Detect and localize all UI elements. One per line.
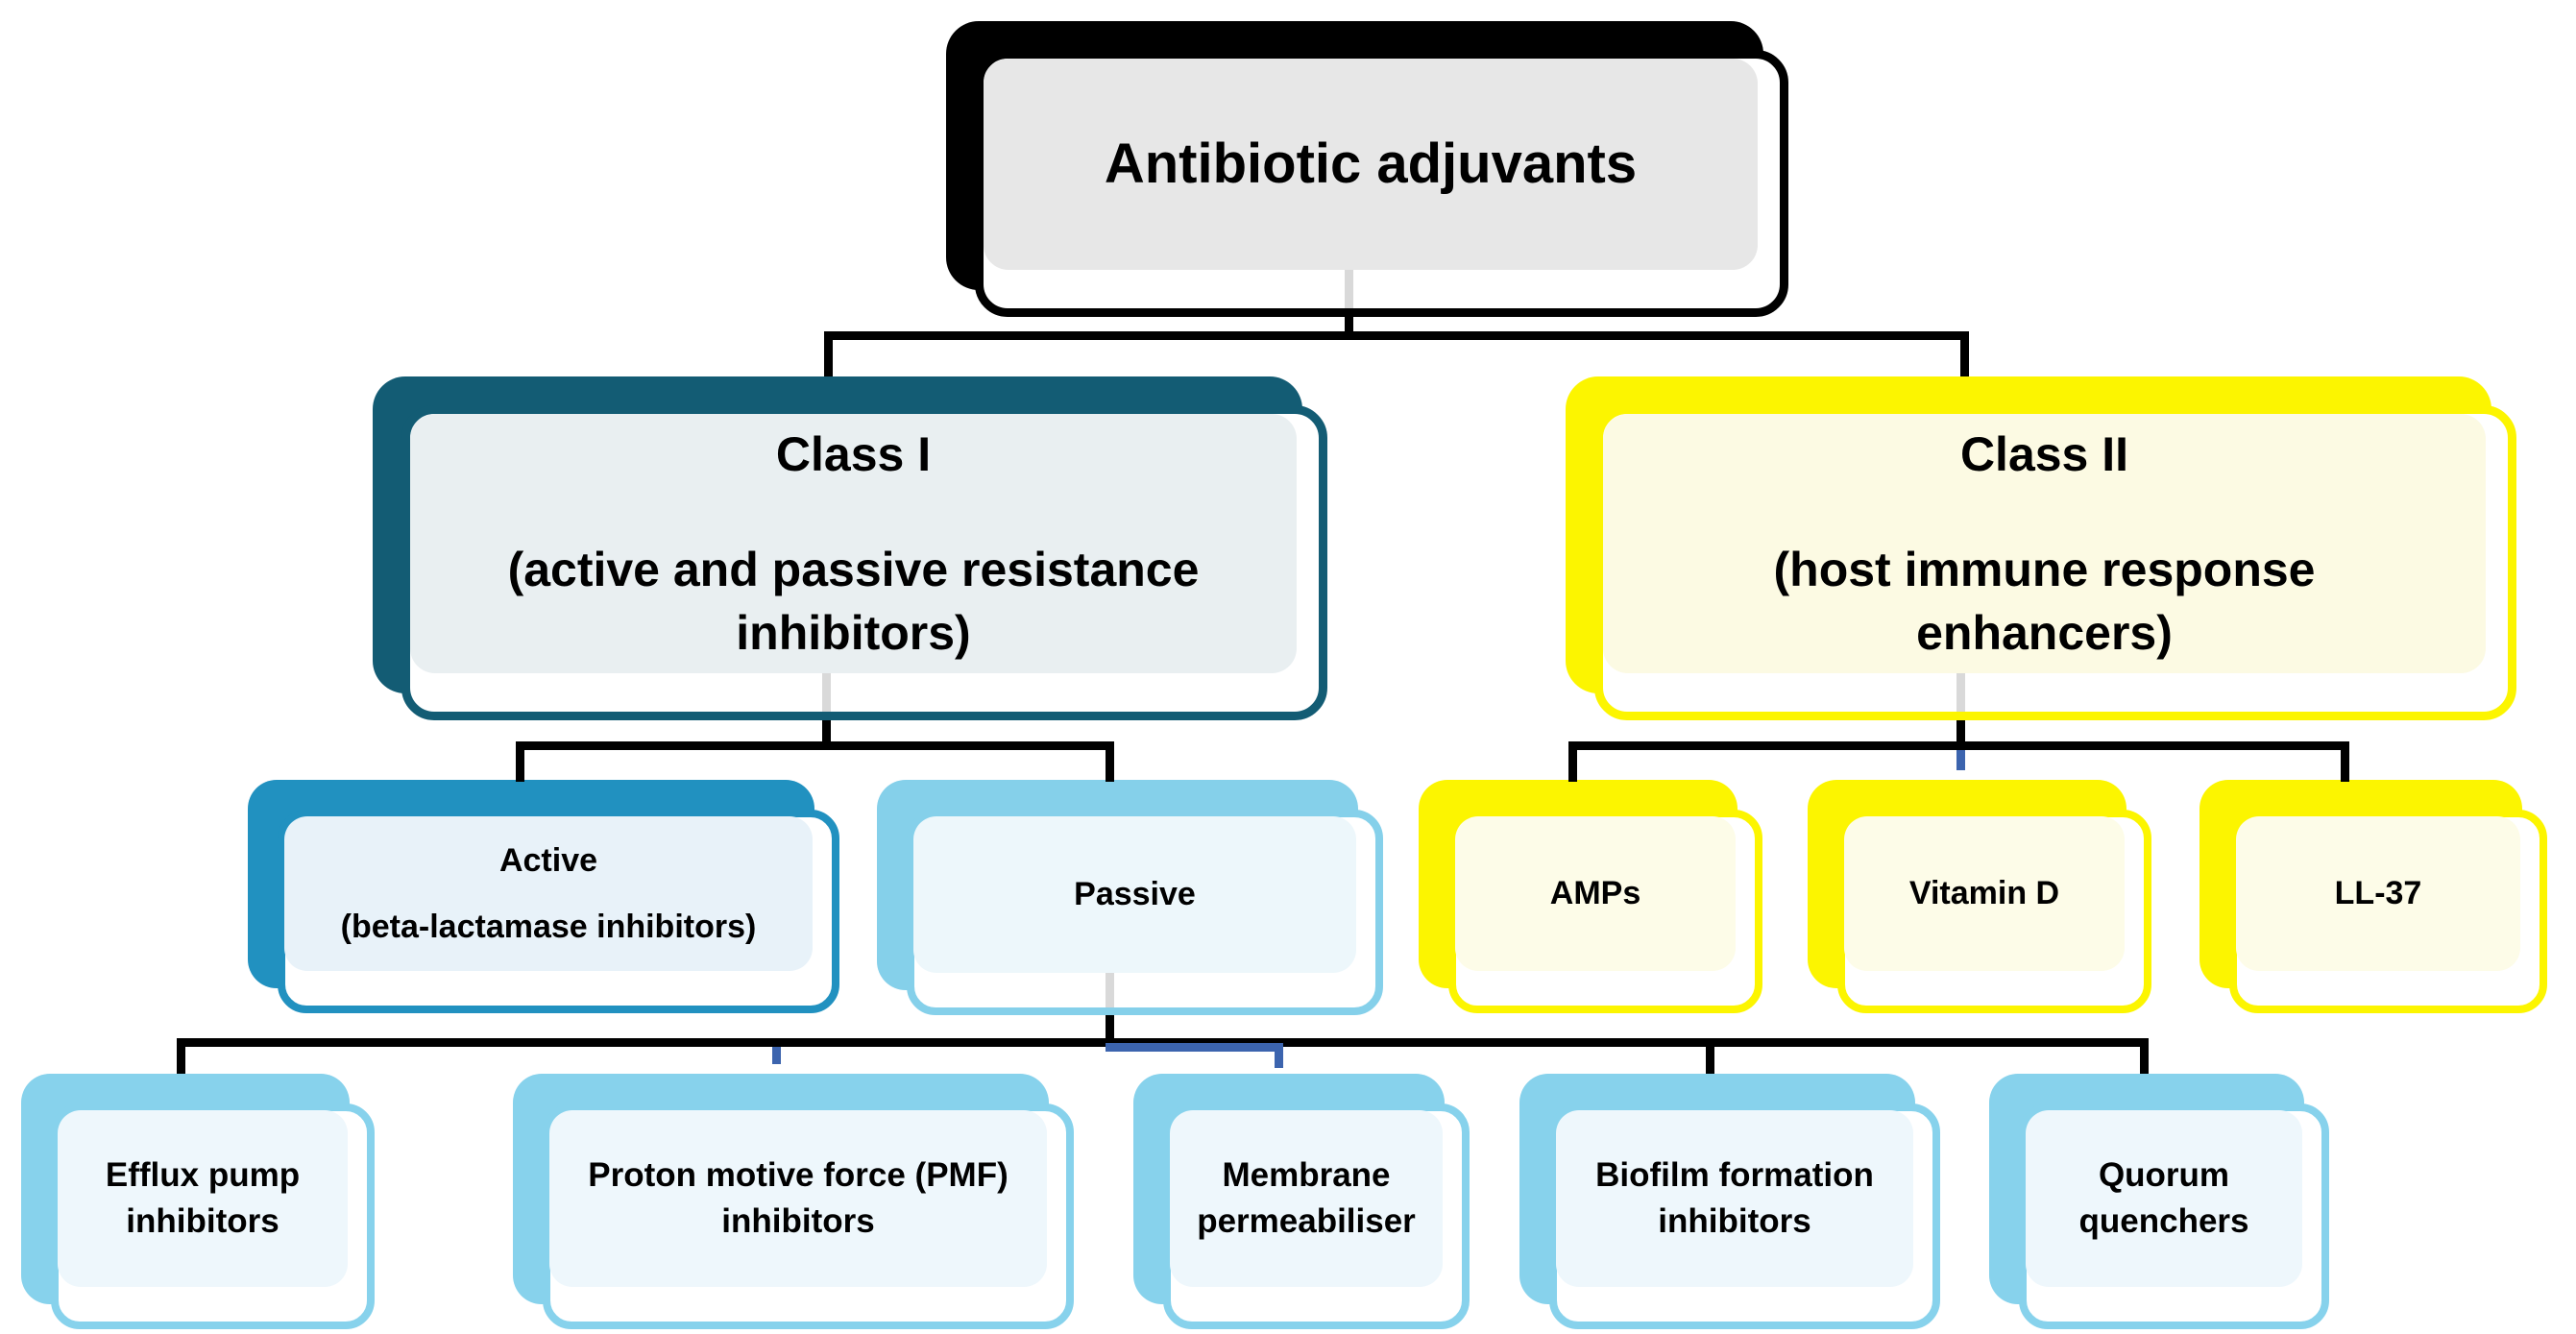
connector-class1-stub [822,720,831,743]
node-title: Active [498,842,598,880]
node-class-2: Class II (host immune response enhancers… [1566,376,2516,720]
connector-drop-amps [1568,750,1577,782]
connector-drop-biofilm [1706,1047,1714,1074]
node-vitamin-d: Vitamin D [1808,780,2151,1013]
node-panel: Biofilm formation inhibitors [1556,1110,1913,1287]
node-antibiotic-adjuvants: Antibiotic adjuvants [946,21,1788,317]
connector-root-rail [824,331,1969,340]
connector-passive-stub-gray [1106,973,1114,1007]
node-amps: AMPs [1419,780,1762,1013]
connector-rail-blue-segment [1106,1043,1283,1052]
node-panel: Efflux pump inhibitors [58,1110,348,1287]
connector-drop-class2 [1960,340,1969,376]
node-panel: Proton motive force (PMF) inhibitors [549,1110,1047,1287]
node-subtitle: (host immune response enhancers) [1773,542,2316,660]
node-label: Efflux pump inhibitors [105,1156,301,1240]
connector-class1-stub-gray [822,673,831,712]
node-panel: Active (beta-lactamase inhibitors) [284,816,813,971]
node-panel: Passive [913,816,1356,973]
node-label: LL-37 [2334,875,2422,912]
node-panel: Membrane permeabiliser [1170,1110,1443,1287]
node-label: Passive [1074,876,1196,913]
node-panel: AMPs [1455,816,1736,971]
node-active: Active (beta-lactamase inhibitors) [248,780,839,1013]
node-pmf-inhibitors: Proton motive force (PMF) inhibitors [513,1074,1074,1329]
node-ll-37: LL-37 [2199,780,2547,1013]
connector-class2-stub-gray [1956,673,1965,712]
node-label: Quorum quenchers [2078,1156,2249,1240]
node-label: Vitamin D [1908,875,2060,912]
connector-class1-rail [516,741,1114,750]
connector-passive-stub [1106,1015,1114,1040]
node-label: Biofilm formation inhibitors [1595,1156,1874,1240]
node-panel: Vitamin D [1844,816,2125,971]
connector-drop-membrane [1275,1052,1283,1068]
node-subtitle: (active and passive resistance inhibitor… [507,542,1200,660]
connector-drop-active [516,750,524,782]
node-passive: Passive [877,780,1383,1015]
connector-class2-stub [1956,720,1965,743]
connector-class2-rail [1568,741,2349,750]
connector-drop-efflux [177,1047,185,1074]
node-title: Class I [775,426,932,481]
node-biofilm-formation-inhibitors: Biofilm formation inhibitors [1519,1074,1940,1329]
connector-drop-quorum [2140,1047,2149,1074]
connector-root-stub [1345,317,1353,332]
node-quorum-quenchers: Quorum quenchers [1989,1074,2329,1329]
node-title: Class II [1959,426,2129,481]
node-panel: Quorum quenchers [2026,1110,2302,1287]
node-label: Antibiotic adjuvants [1104,133,1638,196]
connector-drop-class1 [824,340,833,376]
node-label: AMPs [1549,875,1641,912]
connector-drop-vitamin-d [1956,750,1965,770]
node-membrane-permeabiliser: Membrane permeabiliser [1133,1074,1470,1329]
node-label: Proton motive force (PMF) inhibitors [588,1156,1009,1240]
connector-root-stub-gray [1345,270,1353,308]
connector-passive-rail [177,1038,2149,1047]
connector-drop-passive [1106,750,1114,782]
node-panel: LL-37 [2236,816,2520,971]
node-panel: Class II (host immune response enhancers… [1603,414,2486,673]
node-subtitle: (beta-lactamase inhibitors) [340,908,757,945]
node-efflux-pump-inhibitors: Efflux pump inhibitors [21,1074,375,1329]
connector-drop-ll-37 [2341,750,2349,782]
node-panel: Antibiotic adjuvants [984,59,1758,270]
node-label: Membrane permeabiliser [1197,1156,1416,1240]
node-class-1: Class I (active and passive resistance i… [373,376,1327,720]
node-panel: Class I (active and passive resistance i… [410,414,1297,673]
connector-drop-pmf [772,1047,781,1064]
